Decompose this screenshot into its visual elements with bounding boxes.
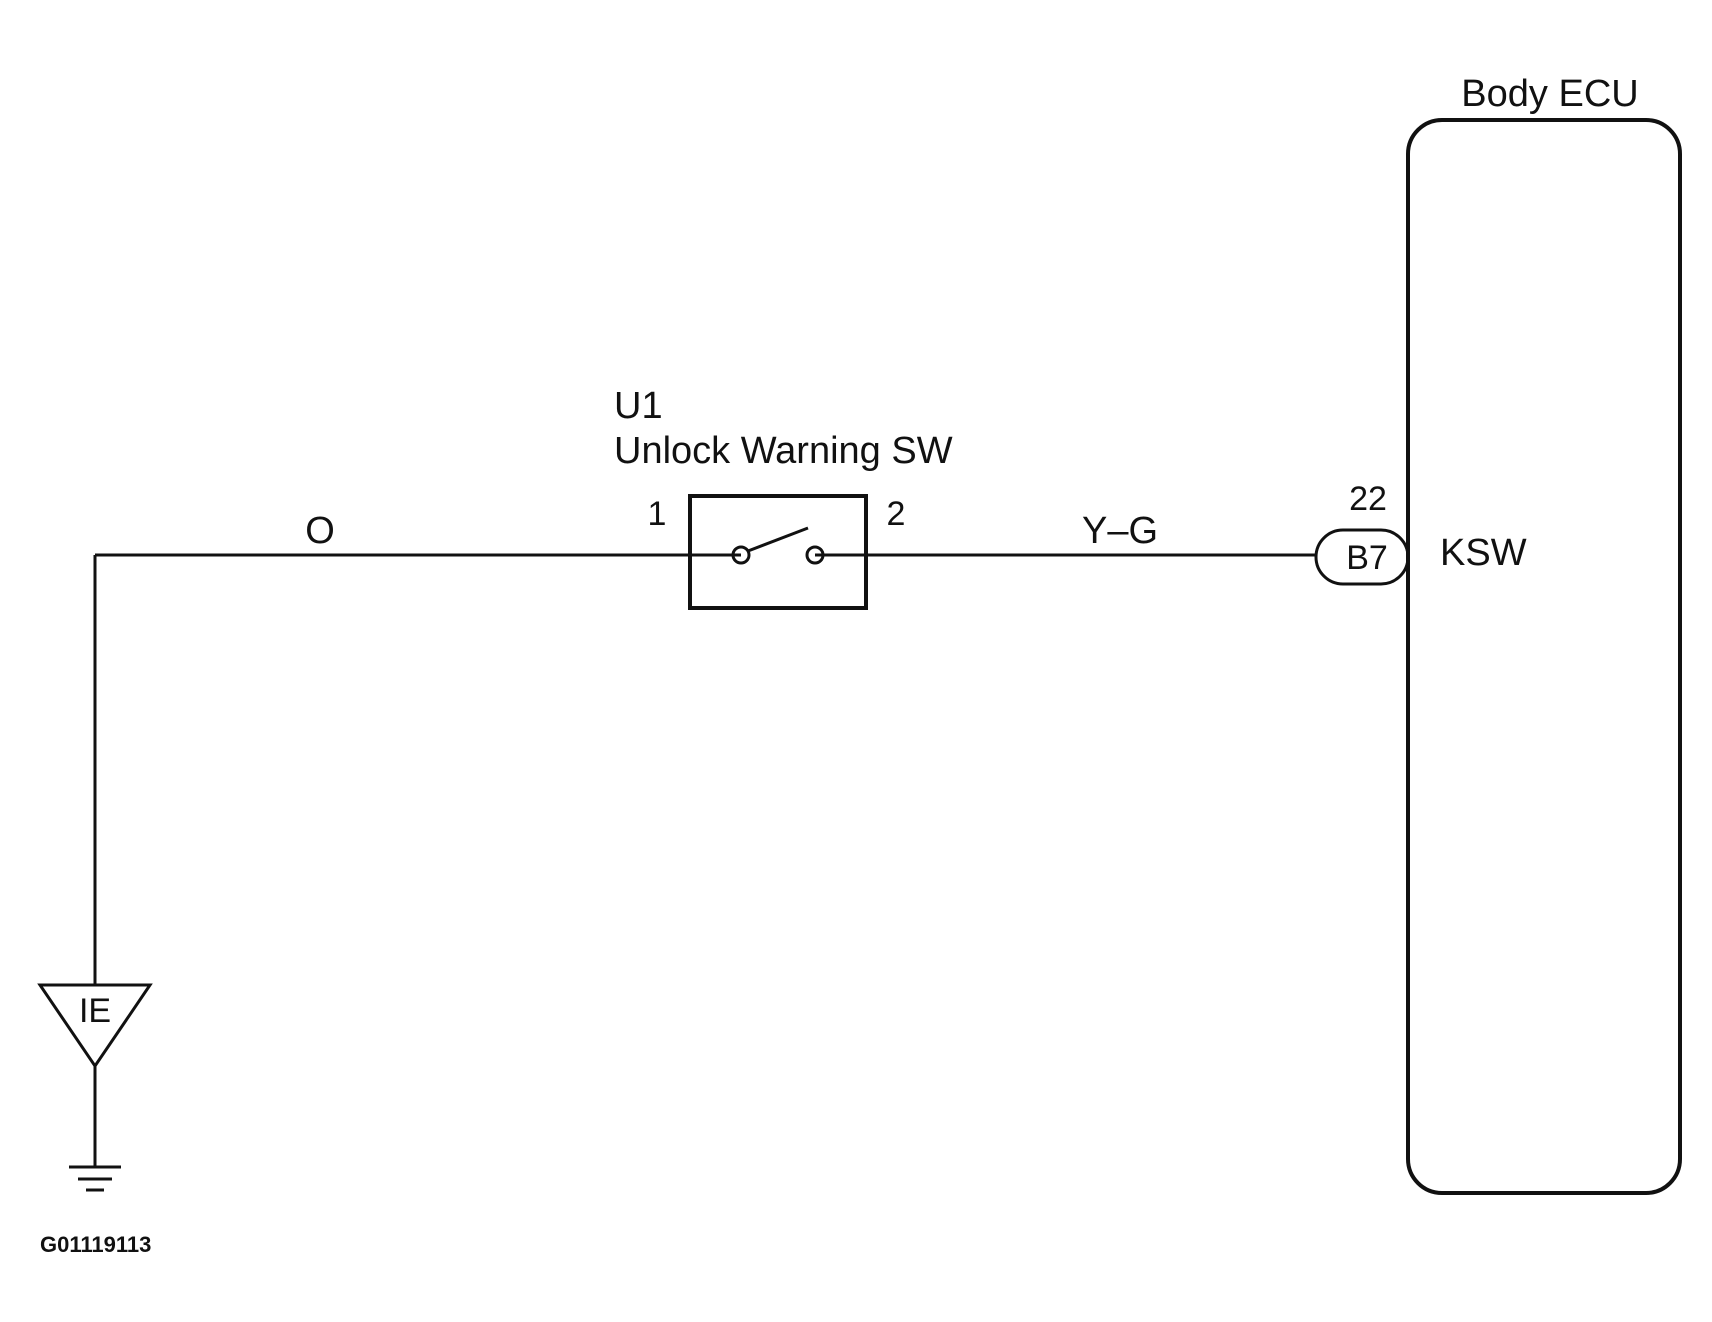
switch-name: Unlock Warning SW xyxy=(614,430,953,472)
connector-b7 xyxy=(1314,528,1410,586)
wire-right-color-label: Y–G xyxy=(1082,510,1158,552)
ground-point-ie xyxy=(37,983,153,1069)
body-ecu-box xyxy=(1406,118,1682,1195)
switch-blade xyxy=(747,526,809,553)
switch-code: U1 xyxy=(614,385,663,427)
switch-box xyxy=(688,494,868,610)
figure-id: G01119113 xyxy=(40,1232,151,1257)
body-ecu-title: Body ECU xyxy=(1461,73,1638,115)
switch-contact-right xyxy=(805,545,825,565)
wire-left-color-label: O xyxy=(305,510,335,552)
ground-point-label: IE xyxy=(79,992,111,1030)
connector-pin-number: 22 xyxy=(1349,480,1387,518)
switch-pin-right: 2 xyxy=(887,495,906,533)
connector-code: B7 xyxy=(1346,539,1388,577)
switch-pin-left: 1 xyxy=(648,495,667,533)
switch-contact-left xyxy=(731,545,751,565)
ground-symbol-icon xyxy=(69,1165,121,1192)
ecu-terminal-label: KSW xyxy=(1440,532,1527,574)
